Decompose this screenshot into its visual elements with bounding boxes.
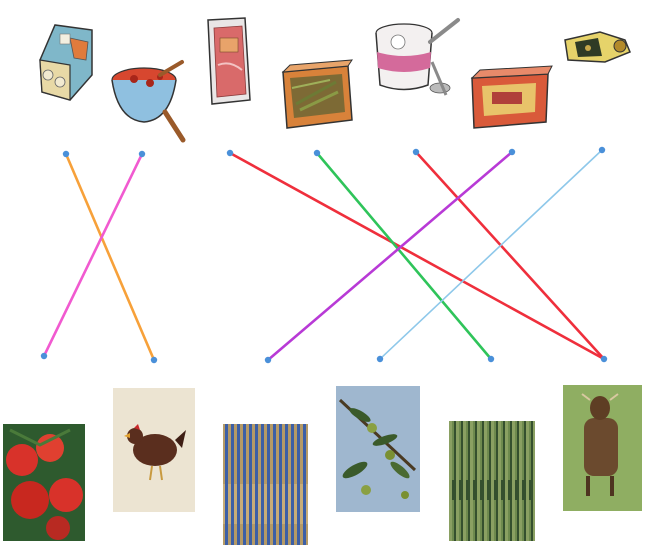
olive-branch-photo [336, 386, 420, 512]
connection-dots [41, 147, 607, 363]
bottom-dot-tomatoes [41, 353, 47, 359]
connection-line-cereal-box-to-wheat [268, 152, 512, 360]
tomatoes-photo [3, 424, 85, 541]
cow-photo [563, 385, 642, 511]
tomato-sauce-bowl-illustration [112, 62, 183, 140]
grain-field-photo [449, 421, 535, 541]
hen-photo [113, 388, 195, 512]
oil-bottle-illustration [565, 32, 630, 62]
top-dot-cereal-box [509, 149, 515, 155]
top-dot-meat-tray [227, 150, 233, 156]
bottom-dot-hen [151, 357, 157, 363]
connection-line-egg-carton-to-hen [66, 154, 154, 360]
connection-line-meat-tray-to-cow [230, 153, 604, 359]
connection-line-olive-tin-to-olive-branch [317, 153, 491, 359]
top-dot-oil-bottle [599, 147, 605, 153]
wheat-photo [223, 424, 308, 545]
bottom-dot-grain-field [377, 356, 383, 362]
connection-line-yogurt-cup-to-cow [416, 152, 604, 359]
connection-lines [44, 150, 604, 360]
bottom-dot-cow [601, 356, 607, 362]
bottom-dot-wheat [265, 357, 271, 363]
top-dot-yogurt-cup [413, 149, 419, 155]
meat-tray-illustration [208, 18, 250, 104]
connection-line-tomato-sauce-bowl-to-tomatoes [44, 154, 142, 356]
egg-carton-illustration [40, 25, 92, 100]
yogurt-cup-illustration [376, 20, 458, 95]
top-dot-olive-tin [314, 150, 320, 156]
olive-tin-illustration [283, 60, 352, 128]
top-dot-tomato-sauce-bowl [139, 151, 145, 157]
cereal-box-illustration [472, 66, 552, 128]
top-dot-egg-carton [63, 151, 69, 157]
bottom-dot-olive-branch [488, 356, 494, 362]
